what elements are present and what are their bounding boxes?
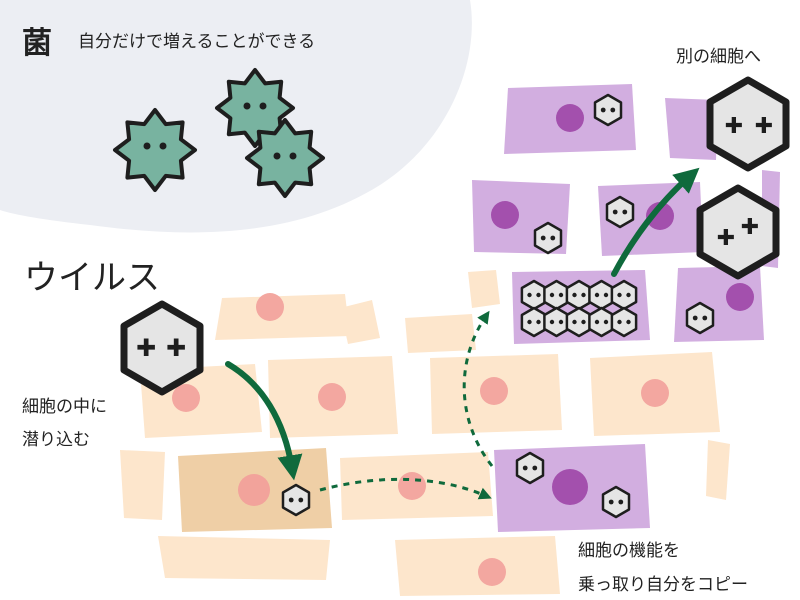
infected-cell	[665, 98, 718, 160]
healthy-cell	[395, 536, 560, 596]
healthy-cell	[706, 440, 730, 500]
virus-small	[588, 306, 615, 338]
virus-small	[565, 279, 593, 311]
virus-small	[685, 301, 715, 335]
healthy-cell	[340, 452, 493, 520]
virus-particles	[281, 93, 715, 519]
copy-caption-line1: 細胞の機能を	[578, 541, 680, 561]
virus-large: ✚ ✚	[706, 76, 790, 172]
virus-small	[610, 279, 638, 311]
virus-small	[610, 306, 638, 338]
virus-small	[281, 483, 311, 517]
healthy-cell	[158, 536, 330, 580]
svg-text:✚: ✚	[136, 334, 156, 362]
svg-text:✚: ✚	[741, 215, 759, 240]
virus-small	[533, 221, 563, 255]
infected-cell	[494, 444, 650, 532]
virus-small	[588, 279, 615, 311]
bacteria-kanji: 菌	[22, 26, 52, 61]
transfer-arrow-dashed	[319, 477, 492, 500]
virus-large: ✚ ✚	[696, 184, 780, 280]
virus-caption-line2: 潜り込む	[22, 430, 90, 450]
healthy-cell	[215, 293, 350, 340]
virus-small	[520, 306, 548, 338]
healthy-cell	[468, 270, 500, 308]
spread-caption: 別の細胞へ	[676, 47, 761, 67]
virus-small	[543, 279, 570, 311]
virus-title: ウイルス	[24, 258, 160, 298]
virus-small	[605, 195, 635, 229]
healthy-cell	[590, 352, 720, 436]
virus-small	[565, 306, 593, 338]
healthy-cell	[340, 300, 380, 344]
virus-small	[515, 451, 545, 485]
healthy-cell	[120, 450, 165, 520]
copy-caption-line2: 乗っ取り自分をコピー	[578, 575, 748, 595]
svg-text:✚: ✚	[755, 114, 773, 139]
healthy-cell	[268, 356, 398, 438]
entered-cell	[178, 448, 332, 532]
virus-caption-line1: 細胞の中に	[22, 397, 107, 417]
entry-arrow	[225, 361, 303, 481]
bacterium	[245, 118, 325, 198]
healthy-cell	[405, 314, 476, 353]
tissue-cells	[120, 270, 730, 596]
infected-cell	[674, 266, 764, 342]
replicated-virus-cluster	[520, 279, 638, 338]
bacterium	[113, 108, 197, 192]
virus-small	[520, 279, 548, 311]
svg-text:✚: ✚	[725, 114, 743, 139]
virus-small	[601, 485, 631, 519]
virus-small	[543, 306, 570, 338]
bacterium	[215, 68, 295, 148]
svg-text:✚: ✚	[717, 226, 735, 251]
virus-large: ✚ ✚	[120, 300, 204, 396]
bacteria-caption: 自分だけで増えることができる	[78, 32, 315, 52]
healthy-cell	[430, 354, 562, 434]
svg-text:✚: ✚	[166, 334, 186, 362]
virus-small	[593, 93, 623, 127]
spread-arrow	[611, 167, 700, 277]
